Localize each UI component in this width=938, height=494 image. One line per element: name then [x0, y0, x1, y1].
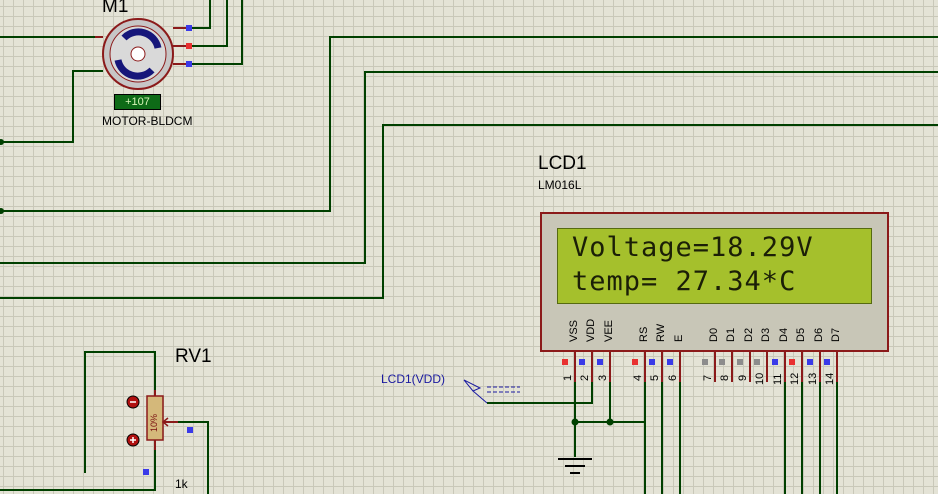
pin-number: 9	[737, 374, 749, 381]
wire	[0, 124, 938, 299]
pin-name: VEE	[603, 319, 615, 342]
pin-name: D0	[708, 327, 720, 342]
wire	[168, 421, 209, 494]
pot-increment-button[interactable]	[126, 395, 140, 409]
pin-name: D7	[830, 327, 842, 342]
pin-number: 6	[667, 374, 679, 381]
pin-name: D3	[760, 327, 772, 342]
pin-number: 4	[632, 374, 644, 381]
pin-name: D2	[743, 327, 755, 342]
wire	[84, 351, 156, 473]
lcd-component[interactable]: Voltage=18.29V temp= 27.34*C	[540, 212, 889, 352]
pin-state-indicator	[597, 359, 603, 365]
lcd-reference: LCD1	[538, 153, 587, 174]
pin-state-indicator	[754, 359, 760, 365]
pin-state-indicator	[737, 359, 743, 365]
lcd-wires	[487, 382, 838, 494]
pin-name: D5	[795, 327, 807, 342]
pin-number: 10	[754, 372, 766, 385]
lcd-pin-stubs	[574, 352, 838, 382]
pin-state-indicator	[772, 359, 778, 365]
pin-number: 7	[702, 374, 714, 381]
lcd-model: LM016L	[538, 178, 582, 192]
junction	[0, 139, 4, 145]
lcd-line-1: Voltage=18.29V	[572, 232, 814, 263]
pin-state-indicator	[579, 359, 585, 365]
pin-state-indicator	[143, 469, 149, 475]
pin-state-indicator	[186, 43, 192, 49]
lcd-display: Voltage=18.29V temp= 27.34*C	[557, 228, 872, 304]
pot-wiper-position: 10%	[149, 413, 159, 432]
pin-state-indicator	[562, 359, 568, 365]
voltage-probe-icon	[463, 379, 520, 404]
pin-number: 14	[824, 372, 836, 385]
wire	[0, 36, 938, 212]
wire	[190, 0, 211, 29]
motor-reference: M1	[102, 0, 129, 17]
pin-state-indicator	[649, 359, 655, 365]
motor-rpm-indicator: +107	[114, 94, 161, 110]
junction	[0, 208, 4, 214]
pin-state-indicator	[807, 359, 813, 365]
pin-state-indicator	[719, 359, 725, 365]
pin-state-indicator	[824, 359, 830, 365]
pin-state-indicator	[702, 359, 708, 365]
pot-reference: RV1	[175, 346, 212, 367]
pin-name: D4	[778, 327, 790, 342]
pin-state-indicator	[632, 359, 638, 365]
pin-number: 1	[562, 374, 574, 381]
junction	[571, 418, 579, 426]
pin-state-indicator	[186, 61, 192, 67]
potentiometer-symbol	[126, 390, 178, 450]
junction	[606, 418, 614, 426]
pin-name: D6	[813, 327, 825, 342]
wire	[0, 450, 156, 491]
motor-type: MOTOR-BLDCM	[102, 114, 193, 128]
ground-icon	[558, 458, 592, 474]
wire	[190, 0, 243, 65]
pin-name: E	[673, 334, 685, 342]
pin-state-indicator	[186, 25, 192, 31]
pin-name: RS	[638, 326, 650, 342]
voltage-probe-label[interactable]: LCD1(VDD)	[381, 372, 446, 386]
pin-number: 12	[789, 372, 801, 385]
pin-number: 5	[649, 374, 661, 381]
pin-name: D1	[725, 327, 737, 342]
pin-number: 11	[772, 373, 784, 385]
pin-state-indicator	[789, 359, 795, 365]
pin-state-indicator	[187, 427, 193, 433]
pin-name: VDD	[585, 318, 597, 342]
pin-number: 3	[597, 374, 609, 381]
pin-state-indicator	[667, 359, 673, 365]
pin-name: VSS	[568, 319, 580, 342]
pin-number: 2	[579, 374, 591, 381]
lcd-line-2: temp= 27.34*C	[572, 266, 797, 297]
wire	[190, 0, 228, 47]
pin-name: RW	[655, 323, 667, 342]
pin-number: 8	[719, 374, 731, 381]
motor-symbol	[95, 18, 190, 90]
wire	[0, 71, 938, 264]
pin-number: 13	[807, 372, 819, 385]
pot-value: 1k	[175, 477, 188, 491]
wire	[0, 70, 103, 143]
pot-decrement-button[interactable]	[126, 433, 140, 447]
